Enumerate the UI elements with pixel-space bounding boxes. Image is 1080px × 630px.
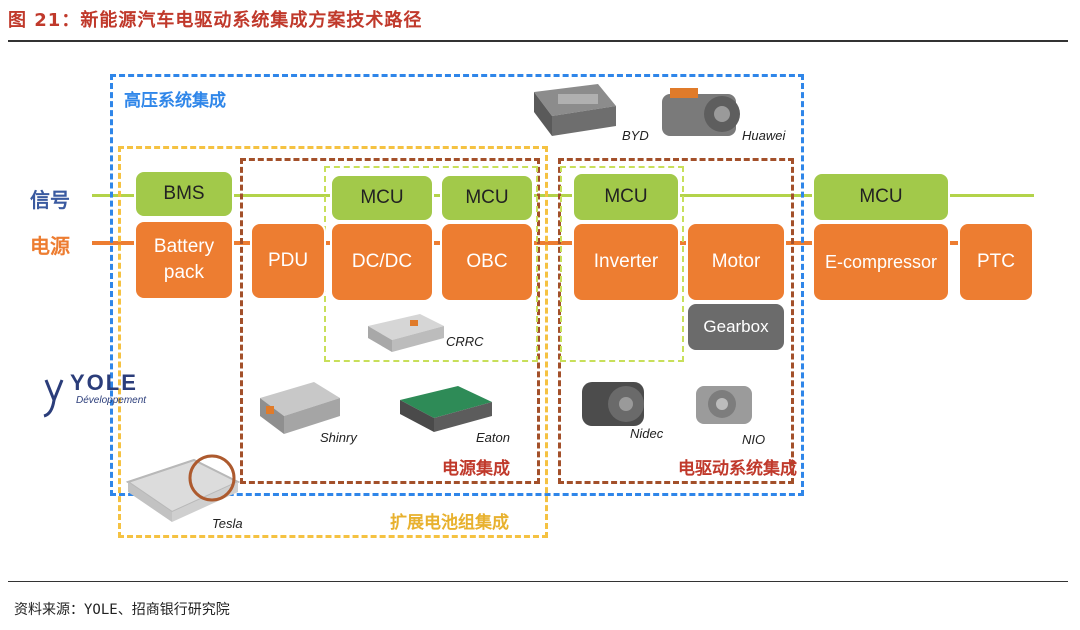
high-voltage-region [110,74,804,496]
nio-product-image [696,386,752,424]
obc-box: OBC [440,222,534,302]
mcu-dcdc-box: MCU [330,174,434,222]
battery-pack-region [118,146,548,538]
power-integration-label: 电源集成 [442,459,510,479]
mcu-obc-box: MCU [440,174,534,222]
huawei-caption: Huawei [742,128,786,143]
nidec-product-image [582,382,644,426]
top-divider [8,40,1068,42]
bottom-divider [8,581,1068,582]
motor-box: Motor [686,222,786,302]
nidec-caption: Nidec [630,426,664,441]
page-title: 图 21：新能源汽车电驱动系统集成方案技术路径 [8,10,423,31]
power-line-label: 电源 [30,234,70,258]
byd-caption: BYD [622,128,649,143]
yole-logo: YOLE Développement [42,370,172,424]
signal-line-label: 信号 [30,188,70,212]
byd-product-image [534,84,616,136]
mcu-inverter-box: MCU [572,172,680,222]
dcdc-box: DC/DC [330,222,434,302]
battery-pack-integration-label: 扩展电池组集成 [390,513,509,533]
eaton-caption: Eaton [476,430,510,445]
ecompressor-box: E-compressor [812,222,950,302]
power-line [92,241,1034,245]
pdu-box: PDU [250,222,326,300]
bms-box: BMS [134,170,234,218]
source-footer: 资料来源：YOLE、招商银行研究院 [14,602,230,618]
tesla-caption: Tesla [212,516,243,531]
signal-line [92,194,1034,197]
inverter-box: Inverter [572,222,680,302]
drive-integration-region [558,158,794,484]
shinry-caption: Shinry [320,430,357,445]
mcu-ecompressor-box: MCU [812,172,950,222]
power-integration-region [240,158,540,484]
crrc-caption: CRRC [446,334,484,349]
ptc-box: PTC [958,222,1034,302]
huawei-product-image [662,88,740,136]
eaton-product-image [400,386,492,432]
shinry-product-image [260,382,340,434]
high-voltage-label: 高压系统集成 [124,91,226,111]
battery-pack-box: Battery pack [134,220,234,300]
crrc-product-image [368,314,444,352]
yole-logo-sub: Développement [76,395,147,406]
nio-caption: NIO [742,432,766,447]
yole-logo-name: YOLE [70,370,138,395]
gearbox-box: Gearbox [686,302,786,352]
mcu-group-inverter [560,166,684,362]
yole-mark-icon [43,379,64,418]
tesla-product-image [125,454,241,522]
drive-integration-label: 电驱动系统集成 [678,459,797,479]
